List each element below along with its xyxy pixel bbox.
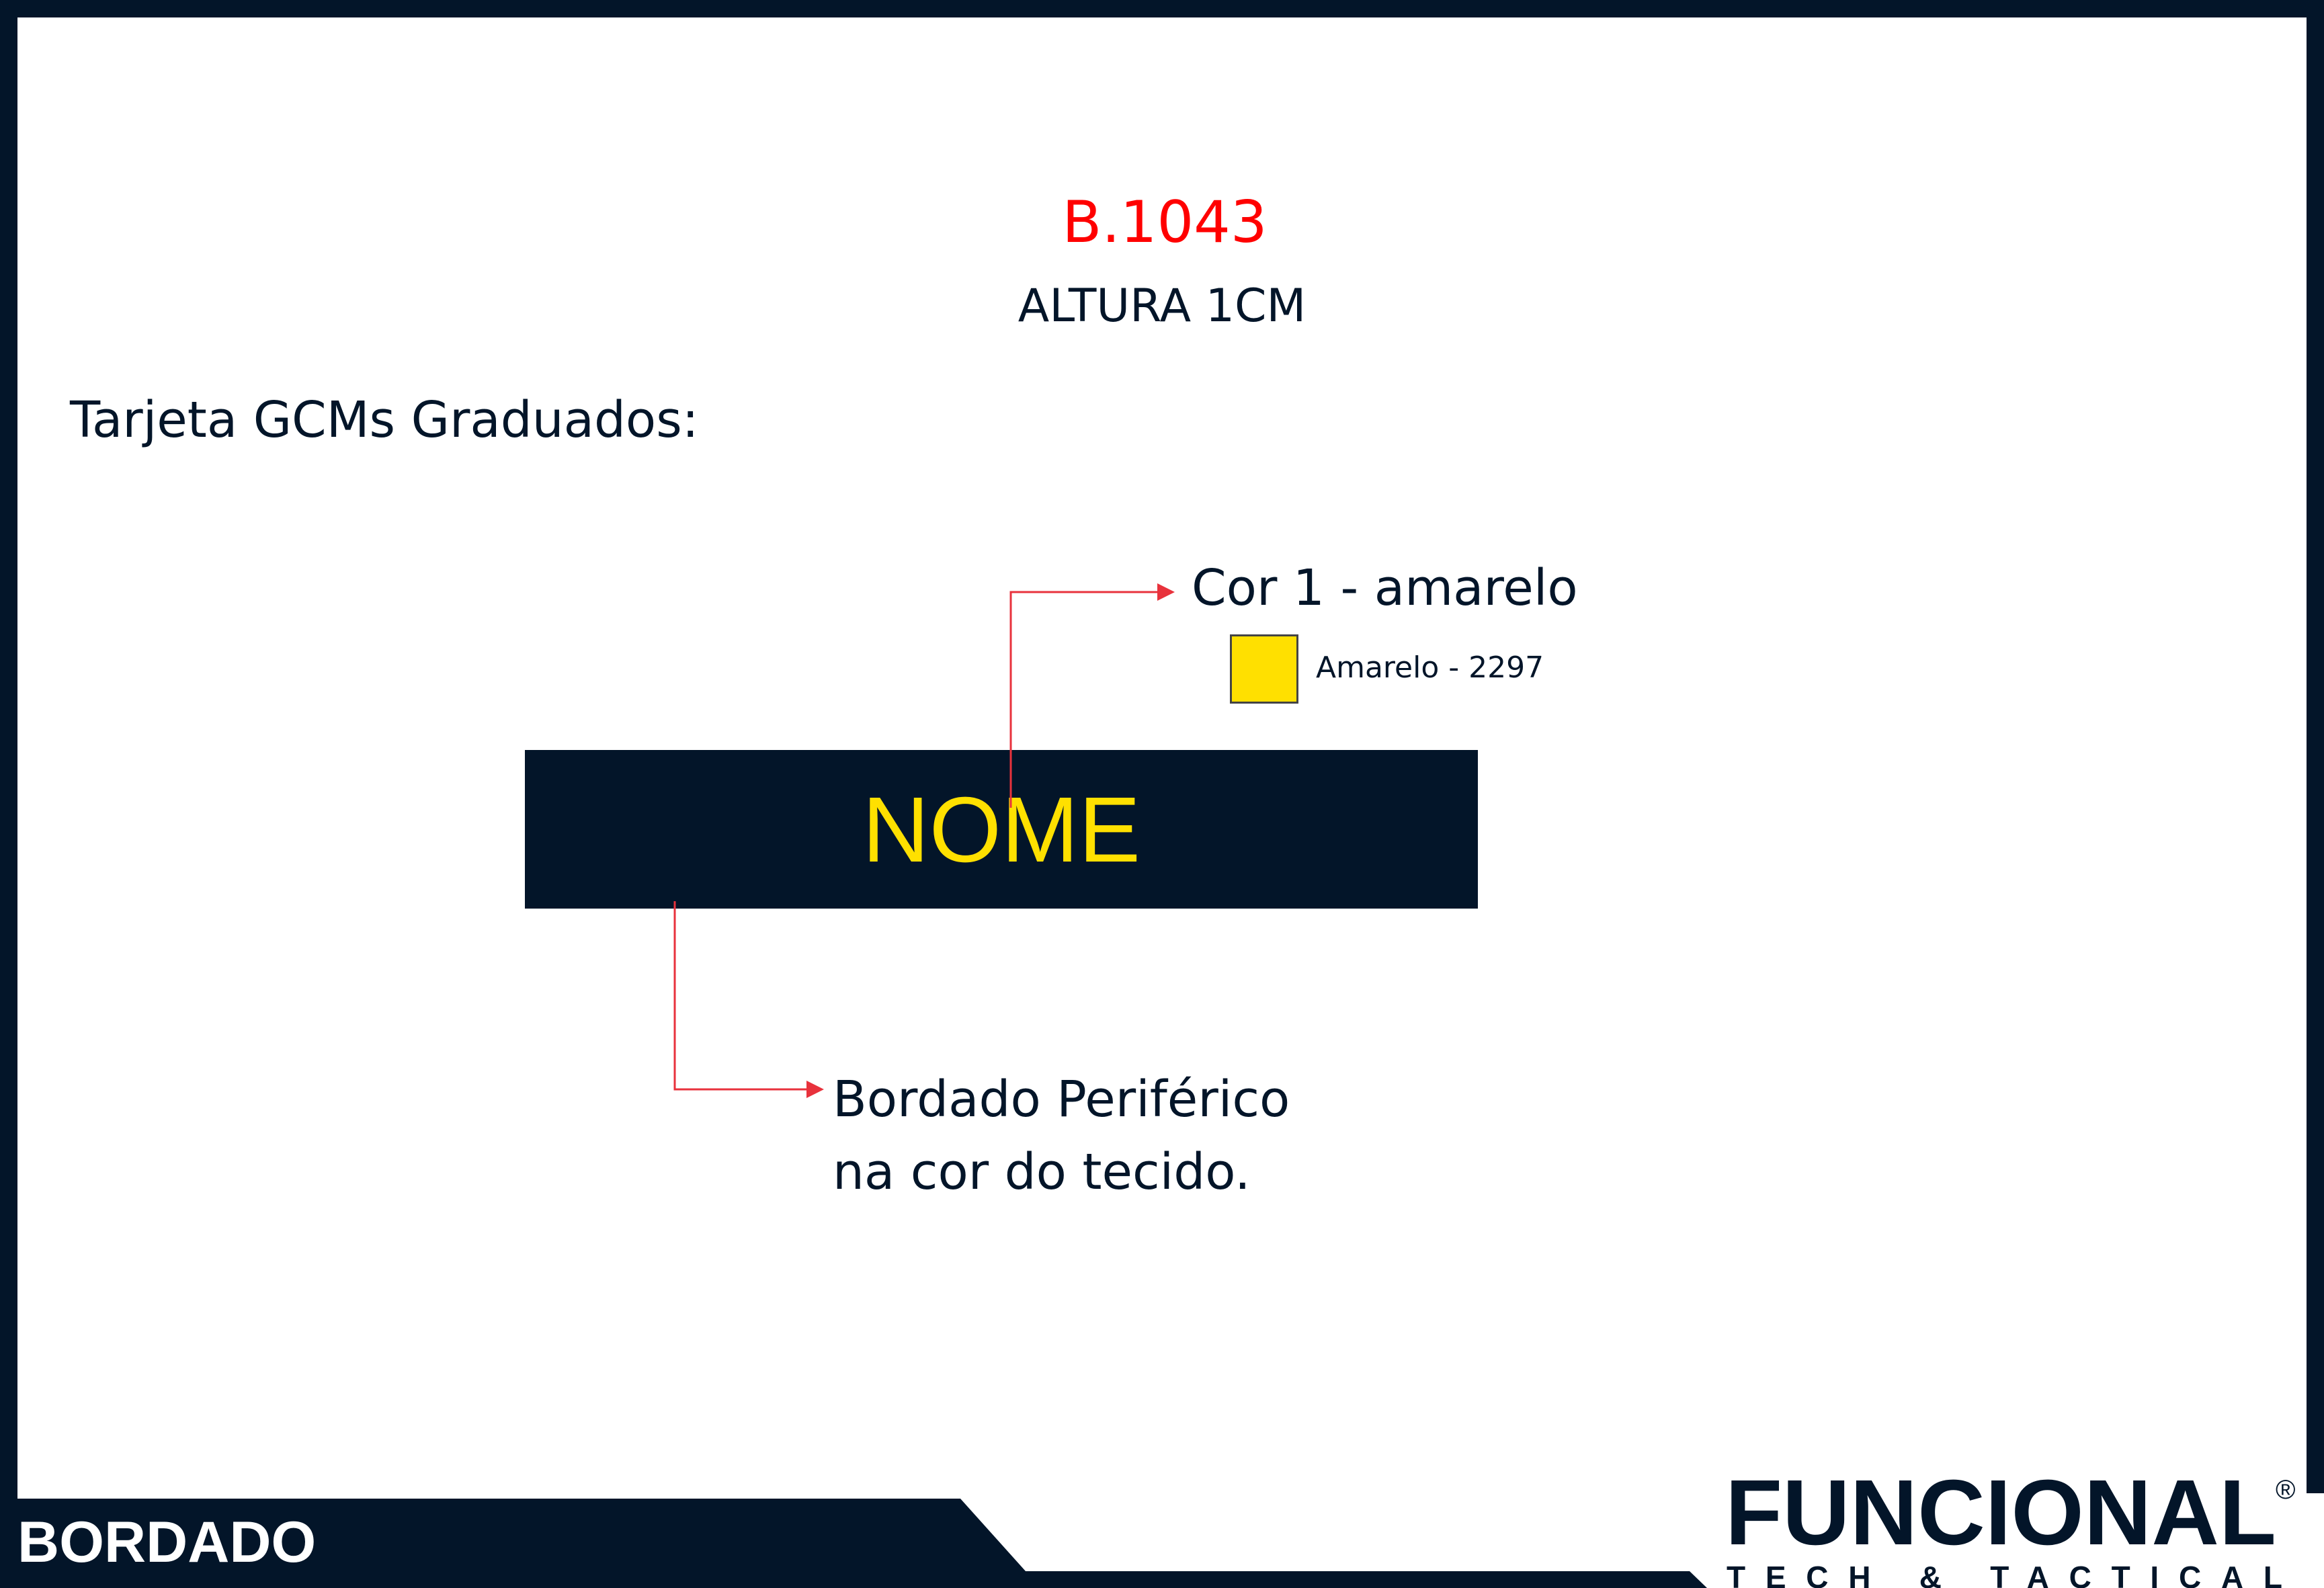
- nametag-preview: [525, 750, 1478, 909]
- frame-top: [0, 0, 2324, 17]
- arrowhead-icon: [1157, 583, 1175, 601]
- frame-right: [2307, 0, 2324, 1493]
- section-heading: Tarjeta GCMs Graduados:: [70, 391, 699, 449]
- brand-logo: FUNCIONAL ® TECH & TACTICAL: [1725, 1461, 2295, 1588]
- color-swatch-label: Amarelo - 2297: [1316, 651, 1544, 685]
- height-spec: ALTURA 1CM: [1018, 280, 1306, 333]
- brand-wordmark: FUNCIONAL: [1725, 1461, 2276, 1564]
- color-swatch: [1230, 634, 1298, 704]
- border-callout-line1: Bordado Periférico: [833, 1071, 1290, 1128]
- frame-left: [0, 0, 17, 1588]
- footer-band: [0, 1499, 1707, 1588]
- arrowhead-icon: [806, 1081, 824, 1098]
- brand-tagline: TECH & TACTICAL: [1727, 1560, 2282, 1588]
- border-callout-label: Bordado Periférico na cor do tecido.: [833, 1063, 1290, 1208]
- registered-mark: ®: [2276, 1475, 2295, 1505]
- color-callout-arrow: [1009, 583, 1175, 808]
- color-callout-label: Cor 1 - amarelo: [1192, 559, 1578, 617]
- product-code: B.1043: [1062, 189, 1268, 256]
- border-callout-arrow: [673, 901, 824, 1098]
- nametag-text: NOME: [862, 778, 1140, 882]
- section-label: BORDADO: [17, 1510, 317, 1575]
- border-callout-line2: na cor do tecido.: [833, 1143, 1251, 1201]
